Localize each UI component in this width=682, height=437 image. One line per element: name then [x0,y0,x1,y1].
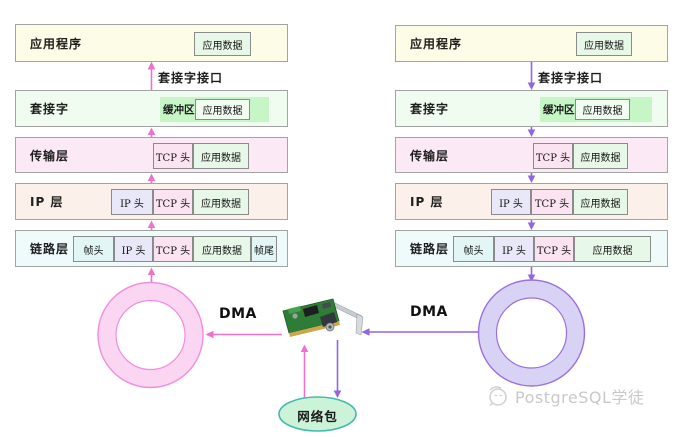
layer-ip-left: IP 层 IP 头 TCP 头 应用数据 [15,183,288,220]
layer-link-right: 链路层 帧头 IP 头 TCP 头 应用数据 [395,230,668,267]
cell-frame-header: 帧头 [73,236,114,262]
layer-label: 链路层 [410,242,450,256]
cell-app-data: 应用数据 [193,143,249,169]
layer-label: IP 层 [30,195,64,209]
socket-buffer-box: 缓冲区 应用数据 [540,97,652,122]
layer-application-right: 应用程序 应用数据 [395,25,668,62]
cell-frame-header: 帧头 [453,236,494,262]
packet-to-nic-arrow [300,344,309,399]
cell-tcp-header: TCP 头 [533,143,573,169]
layer-label: IP 层 [410,195,444,209]
dma-label-right: DMA [410,304,448,320]
watermark: PostgreSQL学徒 [487,384,644,408]
cell-app-data: 应用数据 [573,189,628,215]
layer-application-left: 应用程序 应用数据 [15,24,288,62]
nic-to-packet-arrow [333,340,342,398]
cell-ip-header: IP 头 [111,189,153,215]
layer-label: 套接字 [410,102,450,116]
layer-socket-right: 套接字 缓冲区 应用数据 [395,90,668,127]
socket-buffer-box: 缓冲区 应用数据 [160,97,269,122]
cell-app-data: 应用数据 [574,236,651,262]
buffer-label: 缓冲区 [543,104,575,116]
network-card-image [282,298,364,337]
layer-label: 传输层 [410,148,450,163]
layer-socket-left: 套接字 缓冲区 应用数据 [15,90,288,127]
socket-interface-label-left: 套接字接口 [158,71,224,85]
layer-link-left: 链路层 帧头 IP 头 TCP 头 应用数据 帧尾 [15,230,288,267]
layer-transport-right: 传输层 TCP 头 应用数据 [395,137,668,173]
layer-ip-right: IP 层 IP 头 TCP 头 应用数据 [395,183,668,220]
watermark-text: PostgreSQL学徒 [515,388,645,407]
cell-tcp-header: TCP 头 [153,189,193,215]
cell-ip-header: IP 头 [491,189,531,215]
dma-arrow-left [205,330,282,339]
cell-tcp-header: TCP 头 [153,236,193,262]
layer-label: 链路层 [30,242,70,256]
dma-label-left: DMA [219,306,257,322]
left-ring-buffer [97,281,204,389]
network-packet-label: 网络包 [297,409,338,424]
cell-app-data: 应用数据 [194,32,251,56]
cell-app-data: 应用数据 [193,189,249,215]
cell-app-data: 应用数据 [576,32,632,56]
cell-app-data: 应用数据 [575,99,630,120]
layer-label: 传输层 [30,148,70,163]
cell-tcp-header: TCP 头 [531,189,573,215]
cell-ip-header: IP 头 [114,236,153,262]
buffer-label: 缓冲区 [163,104,195,116]
cell-app-data: 应用数据 [195,99,250,120]
cell-ip-header: IP 头 [494,236,534,262]
cell-app-data: 应用数据 [193,236,251,262]
cell-tcp-header: TCP 头 [153,143,193,169]
layer-label: 套接字 [30,102,70,116]
socket-interface-label-right: 套接字接口 [538,71,604,85]
layer-label: 应用程序 [30,36,83,51]
cell-app-data: 应用数据 [573,143,628,169]
wechat-logo-icon [489,386,507,406]
layer-label: 应用程序 [410,37,463,51]
layer-transport-left: 传输层 TCP 头 应用数据 [15,137,288,173]
cell-frame-tail: 帧尾 [251,236,277,262]
dma-arrow-right [361,328,478,336]
cell-tcp-header: TCP 头 [534,236,574,262]
right-ring-buffer [477,279,586,387]
